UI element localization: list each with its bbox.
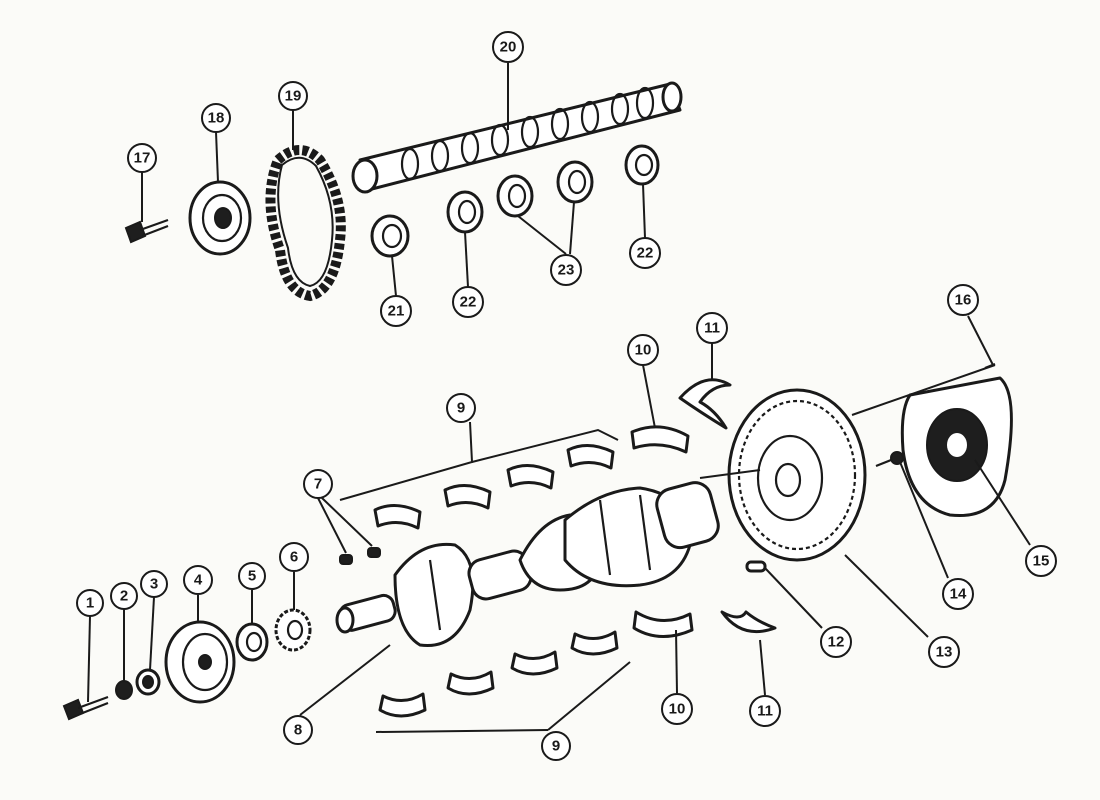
thrust-washer-upper — [678, 378, 732, 430]
callout-7: 7 — [303, 469, 333, 499]
flywheel — [727, 388, 867, 562]
cam-bearing-21 — [370, 214, 410, 258]
callout-19: 19 — [278, 81, 308, 111]
callout-1: 1 — [76, 589, 104, 617]
svg-text:15: 15 — [1033, 553, 1050, 570]
svg-text:10: 10 — [669, 701, 686, 718]
thrust-washer-lower — [720, 610, 777, 634]
callout-8: 8 — [283, 715, 313, 745]
svg-text:18: 18 — [208, 110, 225, 127]
key-left — [339, 554, 353, 565]
spacer — [235, 622, 269, 662]
crank-pulley — [164, 620, 236, 704]
cam-bearing-23-right — [556, 160, 594, 204]
thrust-bearing-lower — [632, 610, 694, 638]
callout-16: 16 — [947, 284, 979, 316]
callout-18: 18 — [201, 103, 231, 133]
callout-11-upper: 11 — [696, 312, 728, 344]
washer — [115, 680, 133, 700]
callout-13: 13 — [928, 636, 960, 668]
callout-23: 23 — [550, 254, 582, 286]
main-bearings-upper — [373, 444, 615, 530]
callout-22-right: 22 — [629, 237, 661, 269]
leader-lines — [87, 63, 1031, 733]
svg-text:13: 13 — [936, 644, 953, 661]
callout-10-upper: 10 — [627, 334, 659, 366]
crank-sprocket — [274, 608, 312, 652]
svg-text:17: 17 — [134, 150, 151, 167]
drive-plate — [900, 376, 1013, 518]
callout-3: 3 — [140, 570, 168, 598]
svg-text:11: 11 — [757, 703, 773, 720]
callouts: 1 2 3 4 5 6 7 8 9 9 10 10 11 11 12 13 14… — [76, 31, 1057, 761]
svg-text:9: 9 — [552, 738, 560, 755]
cam-bearing-22-right — [624, 144, 660, 186]
callout-21: 21 — [380, 295, 412, 327]
crankshaft — [335, 481, 720, 648]
svg-text:12: 12 — [828, 634, 845, 651]
cam-bearing-23-left — [496, 174, 534, 218]
svg-text:23: 23 — [558, 262, 575, 279]
timing-chain — [265, 145, 346, 302]
callout-9-lower: 9 — [541, 731, 571, 761]
callout-20: 20 — [492, 31, 524, 63]
svg-text:3: 3 — [150, 576, 158, 593]
nut — [135, 668, 161, 696]
svg-text:7: 7 — [314, 476, 322, 493]
callout-17: 17 — [127, 143, 157, 173]
callout-15: 15 — [1025, 545, 1057, 577]
svg-text:20: 20 — [500, 39, 517, 56]
dowel-pin — [745, 560, 767, 573]
flywheel-bolt — [875, 451, 904, 468]
callout-22-left: 22 — [452, 286, 484, 318]
svg-text:2: 2 — [120, 588, 128, 605]
svg-text:6: 6 — [290, 549, 298, 566]
key-right — [367, 547, 381, 558]
callout-11-lower: 11 — [749, 695, 781, 727]
svg-text:21: 21 — [388, 303, 405, 320]
camshaft — [351, 81, 683, 194]
svg-text:19: 19 — [285, 88, 302, 105]
main-bearings-lower — [378, 630, 619, 718]
cam-bearing-22-left — [446, 190, 484, 234]
svg-text:14: 14 — [950, 586, 967, 603]
thrust-bearing-upper — [630, 425, 690, 454]
svg-text:1: 1 — [86, 595, 94, 612]
cam-sprocket — [188, 180, 252, 256]
svg-text:16: 16 — [955, 292, 972, 309]
svg-text:5: 5 — [248, 568, 256, 585]
callout-6: 6 — [279, 542, 309, 572]
svg-text:9: 9 — [457, 400, 465, 417]
callout-12: 12 — [820, 626, 852, 658]
svg-text:22: 22 — [460, 294, 477, 311]
callout-4: 4 — [183, 565, 213, 595]
svg-text:4: 4 — [194, 572, 203, 589]
callout-9-upper: 9 — [446, 393, 476, 423]
cam-sprocket-bolt — [124, 218, 169, 244]
callout-14: 14 — [942, 578, 974, 610]
svg-text:10: 10 — [635, 342, 652, 359]
svg-text:11: 11 — [704, 320, 720, 337]
callout-5: 5 — [238, 562, 266, 590]
svg-text:22: 22 — [637, 245, 654, 262]
callout-2: 2 — [110, 582, 138, 610]
svg-text:8: 8 — [294, 722, 302, 739]
callout-10-lower: 10 — [661, 693, 693, 725]
pulley-bolt — [62, 695, 109, 721]
